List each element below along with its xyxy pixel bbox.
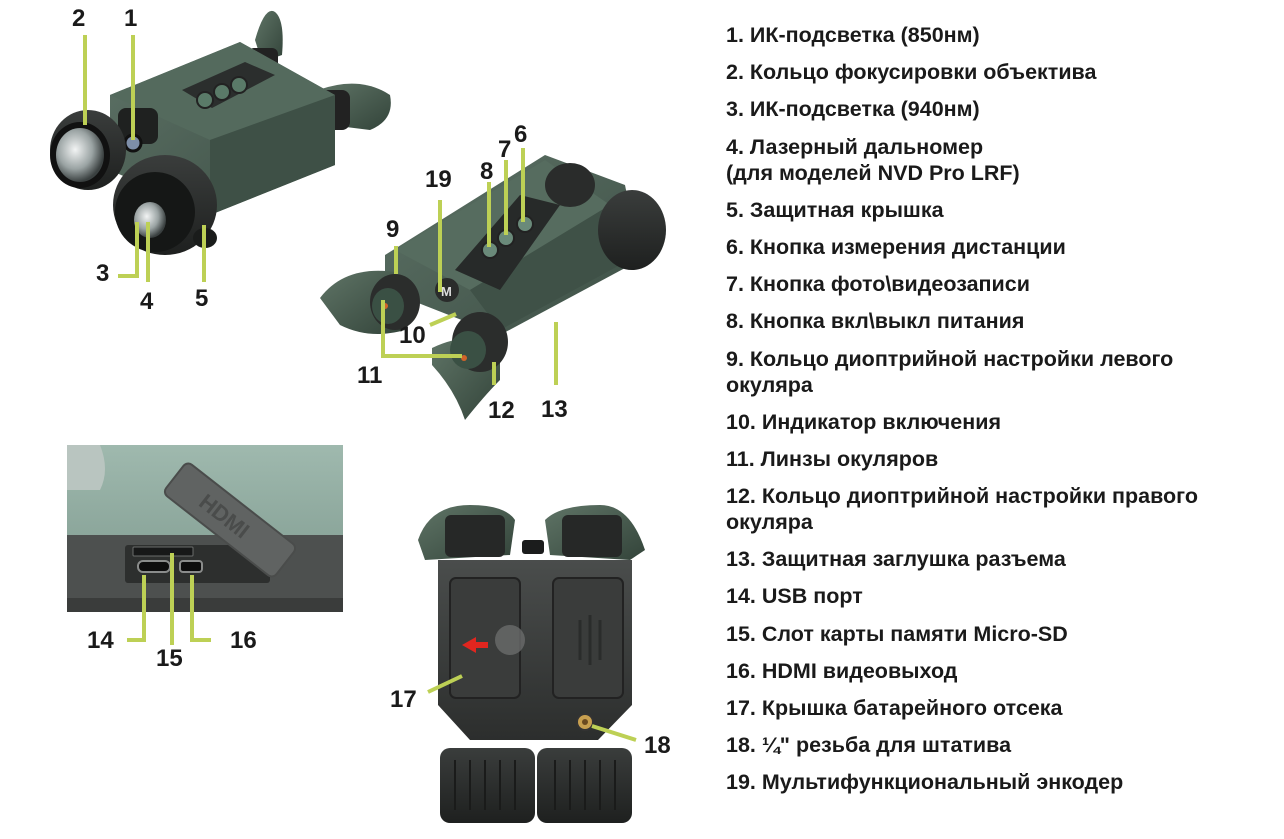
legend-item-16: 16. HDMI видеовыход xyxy=(726,658,958,683)
legend-item-11: 11. Линзы окуляров xyxy=(726,446,939,471)
callout-19: 19 xyxy=(425,166,452,193)
microsd-slot xyxy=(132,546,194,557)
legend-item-7: 7. Кнопка фото\видеозаписи xyxy=(726,272,1030,297)
arrow-icon xyxy=(462,637,488,653)
callout-18: 18 xyxy=(644,732,671,759)
callout-3: 3 xyxy=(96,260,110,287)
callout-7: 7 xyxy=(498,136,512,163)
legend-item-3: 3. ИК-подсветка (940нм) xyxy=(726,97,980,122)
legend-item-13: 13. Защитная заглушка разъема xyxy=(726,547,1066,572)
leader-lines xyxy=(83,35,637,742)
legend-item-4: 4. Лазерный дальномер(для моделей NVD Pr… xyxy=(726,134,1020,185)
legend-item-17: 17. Крышка батарейного отсека xyxy=(726,696,1063,720)
legend-item-19: 19. Мультифункциональный энкодер xyxy=(726,770,1124,795)
callout-6: 6 xyxy=(514,121,528,148)
callout-15: 15 xyxy=(156,645,183,672)
callout-8: 8 xyxy=(480,158,494,185)
rear-view-illustration: M xyxy=(320,155,666,420)
callout-1: 1 xyxy=(124,5,138,32)
legend-item-12: 12. Кольцо диоптрийной настройки правого… xyxy=(726,484,1198,535)
legend-item-2: 2. Кольцо фокусировки объектива xyxy=(726,60,1097,85)
usb-port xyxy=(137,560,171,573)
callout-9: 9 xyxy=(386,216,400,243)
callout-13: 13 xyxy=(541,396,568,423)
parts-legend: 1. ИК-подсветка (850нм) 2. Кольцо фокуси… xyxy=(726,22,1276,807)
legend-item-1: 1. ИК-подсветка (850нм) xyxy=(726,23,980,47)
legend-item-6: 6. Кнопка измерения дистанции xyxy=(726,234,1066,259)
legend-item-8: 8. Кнопка вкл\выкл питания xyxy=(726,309,1025,334)
hdmi-cap: HDMI xyxy=(163,462,297,578)
callout-11: 11 xyxy=(357,362,383,389)
callout-16: 16 xyxy=(230,627,257,654)
front-view-illustration xyxy=(50,10,391,255)
callout-4: 4 xyxy=(140,288,154,315)
bottom-view-illustration xyxy=(418,505,645,823)
callout-17: 17 xyxy=(390,686,417,713)
callout-10: 10 xyxy=(399,322,426,349)
encoder-letter: M xyxy=(441,284,452,299)
legend-item-10: 10. Индикатор включения xyxy=(726,409,1001,434)
legend-item-18: 18. ¼" резьба для штатива xyxy=(726,733,1012,758)
callout-14: 14 xyxy=(87,627,114,654)
legend-item-5: 5. Защитная крышка xyxy=(726,197,944,222)
legend-item-15: 15. Слот карты памяти Micro-SD xyxy=(726,621,1068,646)
hdmi-port xyxy=(179,560,203,573)
legend-item-14: 14. USB порт xyxy=(726,584,863,609)
port-view-illustration: HDMI xyxy=(67,445,343,612)
callout-5: 5 xyxy=(195,285,209,312)
callout-12: 12 xyxy=(488,397,515,424)
callout-2: 2 xyxy=(72,5,86,32)
